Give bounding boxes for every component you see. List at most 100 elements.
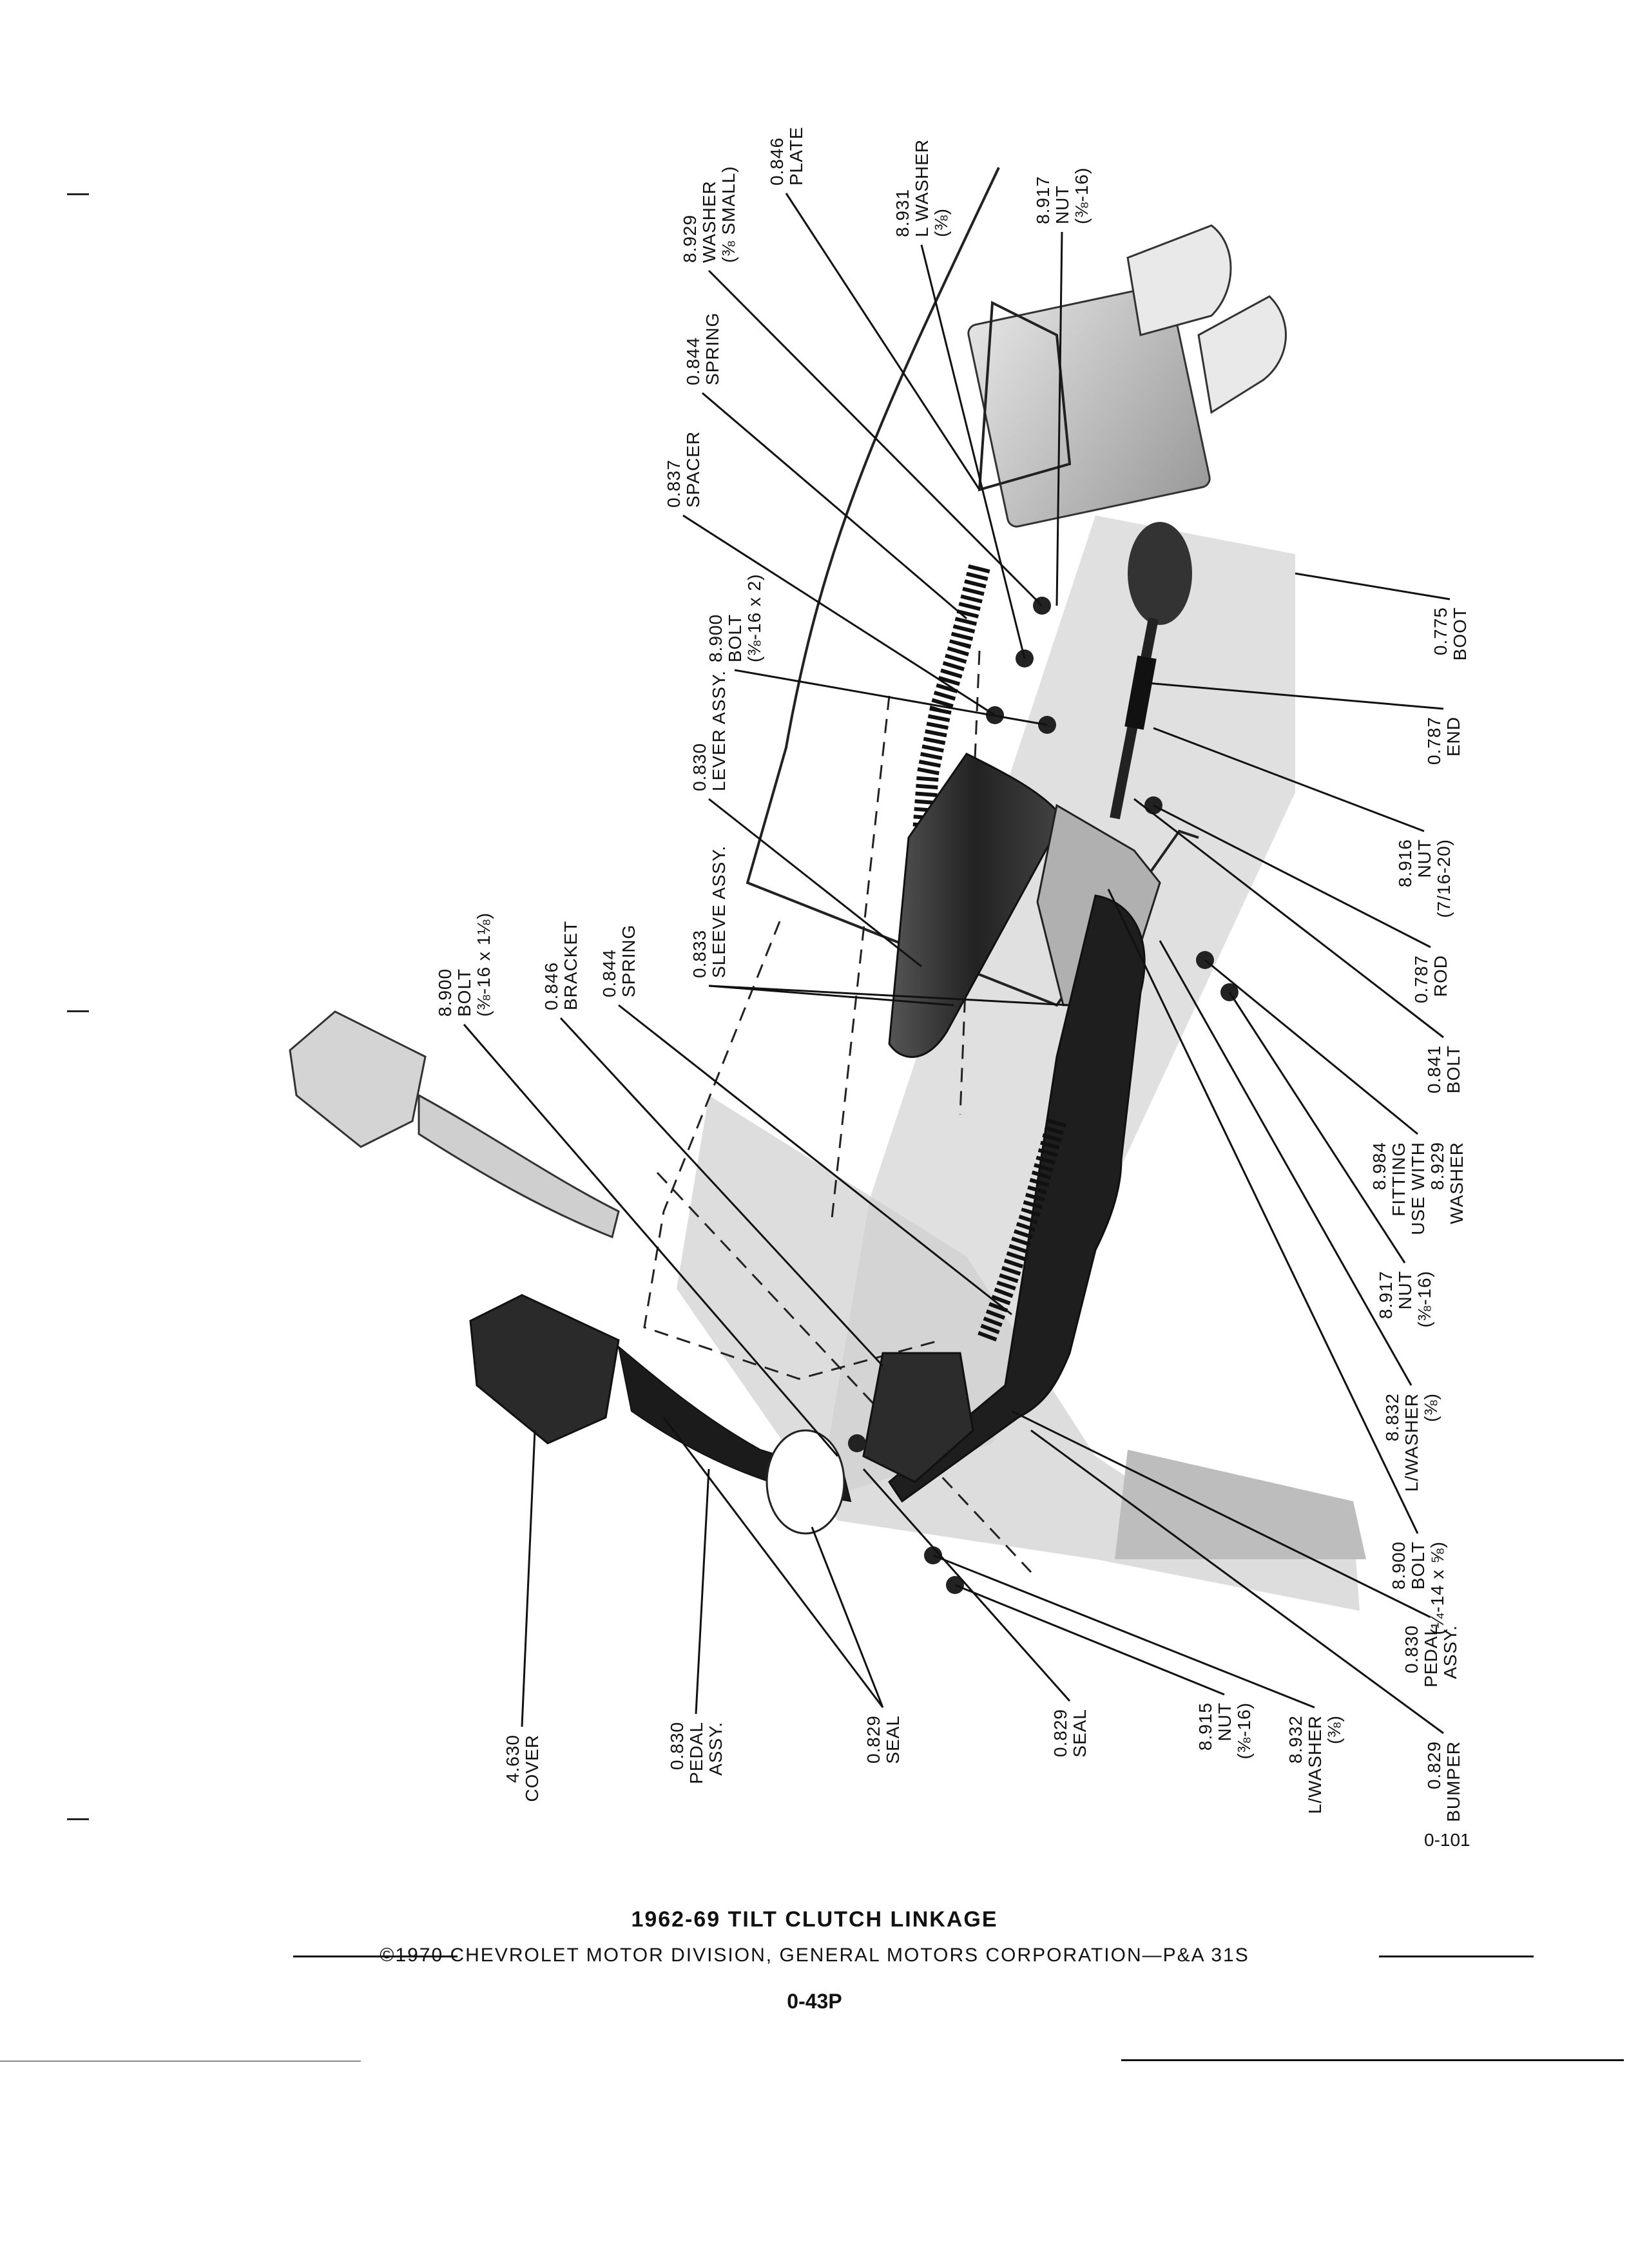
- callout-line: L/WASHER: [1402, 1393, 1422, 1492]
- bottom-rule-faint: [0, 2061, 361, 2062]
- callout-line: (⅜-16): [1414, 1271, 1434, 1327]
- callout-line: END: [1443, 716, 1463, 756]
- callout-line: FITTING: [1389, 1142, 1409, 1216]
- part-callout-8: 0.833SLEEVE ASSY.: [689, 845, 729, 978]
- callout-line: PEDAL: [686, 1722, 706, 1784]
- callout-line: ASSY.: [1440, 1625, 1460, 1679]
- part-callout-0: 0.846PLATE: [767, 126, 806, 186]
- callout-line: 8.832: [1382, 1393, 1402, 1441]
- part-callout-3: 8.931L WASHER(⅜): [892, 139, 951, 237]
- callout-line: 8.929: [680, 215, 700, 263]
- callout-line: PLATE: [786, 126, 806, 186]
- rod-end: [1124, 655, 1157, 730]
- part-callout-25: 0.829SEAL: [1050, 1709, 1090, 1758]
- callout-line: 0.841: [1424, 1045, 1444, 1093]
- callout-line: 8.900: [706, 614, 726, 662]
- part-callout-6: 8.900BOLT(⅜-16 x 2): [706, 573, 764, 662]
- figure-number: 0-101: [1424, 1830, 1470, 1850]
- callout-line: BRACKET: [561, 921, 581, 1010]
- part-callout-1: 8.929WASHER(⅜ SMALL): [680, 166, 738, 263]
- callout-line: SEAL: [883, 1715, 903, 1764]
- part-callout-17: 8.984FITTINGUSE WITH8.929WASHER: [1369, 1142, 1467, 1235]
- page-number: 0-43P: [787, 1990, 842, 2013]
- callout-line: 0.829: [1424, 1741, 1444, 1789]
- callout-line: 8.916: [1395, 839, 1415, 887]
- part-callout-14: 8.916NUT(7/16-20): [1395, 839, 1454, 918]
- part-callout-9: 0.844SPRING: [599, 925, 639, 997]
- callout-line: 8.929: [1427, 1142, 1447, 1190]
- part-callout-16: 0.841BOLT: [1424, 1045, 1463, 1093]
- callout-line: NUT: [1414, 839, 1434, 878]
- brake-pedal-arm: [418, 1093, 620, 1239]
- callout-line: (⅜ SMALL): [718, 166, 738, 263]
- dashed-outline: [643, 921, 941, 1380]
- toe-board: [1115, 1450, 1366, 1559]
- part-callout-10: 0.846BRACKET: [541, 921, 581, 1010]
- callout-line: 0.830: [1402, 1625, 1422, 1673]
- callout-line: ROD: [1431, 955, 1451, 997]
- callout-line: BOLT: [454, 968, 474, 1017]
- callout-line: 0.830: [689, 743, 709, 791]
- nut: [848, 1434, 866, 1452]
- part-callout-4: 0.844SPRING: [683, 312, 722, 385]
- part-callout-15: 0.787ROD: [1411, 955, 1451, 1003]
- part-callout-20: 8.900BOLT(¼-14 x ⅝): [1389, 1541, 1447, 1635]
- callout-line: 0.837: [664, 459, 684, 508]
- callout-line: NUT: [1395, 1271, 1415, 1310]
- callout-line: L/WASHER: [1305, 1715, 1325, 1814]
- callout-line: SPRING: [702, 312, 722, 385]
- callout-line: ASSY.: [706, 1722, 726, 1776]
- margin-tick: [67, 193, 89, 195]
- part-callout-2: 8.917NUT(⅜-16): [1033, 168, 1092, 224]
- reservoir-cap-1: [1126, 224, 1232, 336]
- callout-line: 0.830: [667, 1722, 687, 1770]
- callout-line: BOLT: [1408, 1541, 1428, 1590]
- callout-line: (¼-14 x ⅝): [1427, 1541, 1447, 1635]
- callout-line: PEDAL: [1421, 1625, 1441, 1687]
- callout-line: BUMPER: [1443, 1741, 1463, 1822]
- part-callout-27: 0.830PEDALASSY.: [667, 1722, 726, 1784]
- callout-line: 0.833: [689, 930, 709, 978]
- part-callout-26: 0.829SEAL: [863, 1715, 903, 1764]
- callout-line: 8.900: [435, 968, 455, 1017]
- lever-assy: [888, 753, 1065, 1058]
- part-callout-22: 0.829BUMPER: [1424, 1741, 1463, 1822]
- callout-line: LEVER ASSY.: [709, 670, 729, 791]
- callout-line: 8.932: [1286, 1715, 1306, 1763]
- callout-line: 0.844: [599, 949, 619, 997]
- part-callout-24: 8.915NUT(⅜-16): [1195, 1702, 1254, 1759]
- part-callout-13: 0.787END: [1424, 716, 1463, 765]
- clutch-pedal-pad: [469, 1294, 620, 1445]
- callout-line: 0.844: [683, 337, 703, 385]
- part-callout-21: 0.830PEDALASSY.: [1402, 1625, 1460, 1687]
- callout-line: 8.917: [1033, 176, 1053, 224]
- callout-line: (7/16-20): [1434, 839, 1454, 918]
- callout-line: 0.846: [767, 137, 787, 186]
- floor-seal: [766, 1429, 845, 1535]
- lower-spring: [976, 1118, 1066, 1344]
- copyright-line: ©1970 CHEVROLET MOTOR DIVISION, GENERAL …: [380, 1945, 1249, 1966]
- boot: [1128, 522, 1192, 625]
- callout-line: BOLT: [1443, 1045, 1463, 1093]
- part-callout-28: 4.630COVER: [503, 1735, 542, 1802]
- callout-line: (⅜): [1421, 1393, 1441, 1422]
- callout-line: COVER: [522, 1735, 542, 1802]
- callout-line: 4.630: [503, 1735, 523, 1783]
- callout-line: SPRING: [619, 925, 639, 997]
- callout-line: (⅜-16): [1072, 168, 1092, 224]
- page-title: 1962-69 TILT CLUTCH LINKAGE: [631, 1907, 998, 1932]
- callout-line: SEAL: [1070, 1709, 1090, 1758]
- callout-line: 0.787: [1411, 955, 1431, 1003]
- callout-line: 8.931: [892, 189, 912, 237]
- pedal-arm: [888, 894, 1146, 1503]
- part-callout-7: 0.830LEVER ASSY.: [689, 670, 729, 791]
- callout-line: 0.775: [1431, 607, 1451, 655]
- part-callout-11: 8.900BOLT(⅜-16 x 1⅛): [435, 912, 494, 1017]
- master-cylinder-body: [967, 284, 1211, 528]
- part-callout-18: 8.917NUT(⅜-16): [1376, 1271, 1434, 1327]
- brake-pedal-pad: [289, 1010, 427, 1148]
- callout-line: (⅜-16 x 1⅛): [474, 912, 494, 1017]
- margin-tick: [67, 1818, 89, 1820]
- rule-left: [293, 1956, 458, 1957]
